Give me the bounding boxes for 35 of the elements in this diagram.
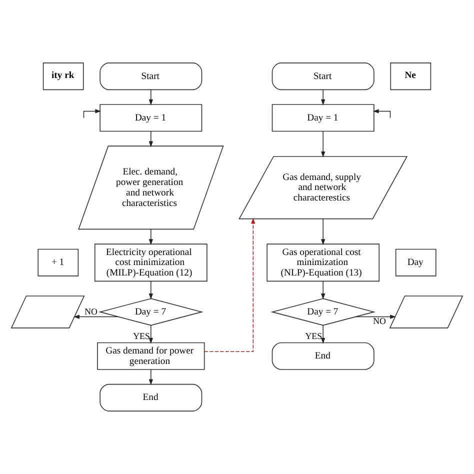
node-box: Day — [395, 248, 436, 276]
arrow — [148, 280, 153, 300]
node-box: End — [100, 384, 202, 412]
node-box: Start — [100, 62, 202, 90]
arrow — [204, 218, 256, 352]
arrow — [148, 228, 153, 246]
node-box: Day = 1 — [272, 104, 374, 132]
node-box: Ne — [390, 62, 432, 90]
node-box: + 1 — [38, 248, 79, 276]
arrow — [321, 325, 326, 344]
arrow — [148, 369, 153, 386]
arrow — [321, 89, 326, 106]
arrow — [355, 314, 396, 319]
arrow — [321, 130, 326, 158]
arrow — [321, 280, 326, 300]
node-box: Electricity operational cost minimization (MILP)-Equation (12) — [94, 244, 208, 282]
node-box: Gas demand for power generation — [97, 342, 205, 370]
arrow — [148, 325, 153, 344]
arrow — [148, 89, 153, 106]
node-box: Start — [272, 62, 374, 90]
arrow — [372, 109, 391, 118]
edge-label: YES — [133, 330, 150, 341]
edge-label: NO — [373, 316, 386, 326]
node-box: Gas operational cost minimization (NLP)-Equation (13) — [266, 244, 380, 282]
arrow — [74, 314, 119, 319]
node-diamond: Day = 7 — [98, 298, 204, 326]
edge-label: NO — [84, 306, 98, 316]
arrow — [321, 218, 326, 246]
edge-label: YES — [305, 330, 322, 341]
node-box: ity rk — [42, 62, 84, 90]
node-box: Day = 1 — [100, 104, 202, 132]
arrow — [148, 130, 153, 148]
arrow — [83, 109, 102, 118]
node-parallelogram — [10, 296, 85, 328]
node-box: End — [272, 342, 374, 370]
